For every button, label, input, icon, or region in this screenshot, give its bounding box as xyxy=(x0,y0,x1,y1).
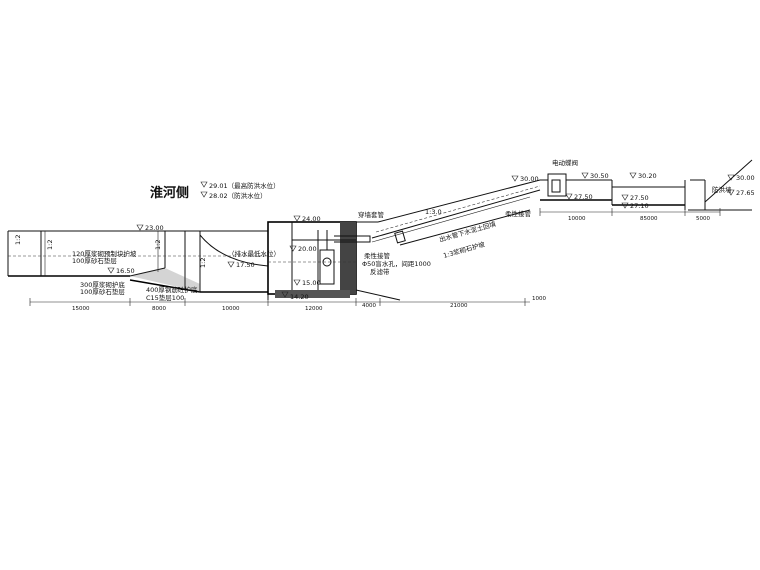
elevation-2750b: 27.50 xyxy=(621,194,649,202)
svg-text:27.50: 27.50 xyxy=(630,194,649,202)
river-channel xyxy=(7,230,269,300)
elevation-2000: 20.00 xyxy=(289,245,317,253)
elevation-1500: 15.00 xyxy=(293,279,321,287)
elevation-3000: 30.00 xyxy=(511,175,539,183)
water-level-legend: 29.01（最高防洪水位） 28.02（防洪水位） xyxy=(200,181,280,200)
drain-hole-note: Φ50盲水孔，间距1000 xyxy=(362,259,431,268)
dim-85000: 85000 xyxy=(640,216,658,222)
svg-text:17.50: 17.50 xyxy=(236,261,255,269)
dim-21000: 21000 xyxy=(450,303,468,309)
svg-text:30.50: 30.50 xyxy=(590,172,609,180)
dim-12000: 12000 xyxy=(305,306,323,312)
svg-text:20.00: 20.00 xyxy=(298,245,317,253)
elevation-2300: 23.00 xyxy=(136,224,164,232)
elevation-2710: 27.10 xyxy=(621,202,649,210)
elevation-1750: 17.50 xyxy=(227,261,255,269)
elevation-3050: 30.50 xyxy=(581,172,609,180)
revetment-note-2b: 100厚砂石垫层 xyxy=(80,287,125,296)
wall-pipe-note: 穿墙套管 xyxy=(358,210,385,219)
outlet-backfill-note: 出水管下水泥土回填 xyxy=(438,219,497,244)
legend-flood-design: 28.02（防洪水位） xyxy=(209,191,267,200)
svg-text:30.00: 30.00 xyxy=(520,175,539,183)
revetment-note-1a: 120厚浆砌预制块护坡 xyxy=(72,249,137,258)
revetment-note-1b: 100厚砂石垫层 xyxy=(72,256,117,265)
flex-pipe-note-2: 柔性接管 xyxy=(505,209,532,218)
svg-text:14.20: 14.20 xyxy=(290,293,309,301)
elevation-3020: 30.20 xyxy=(629,172,657,180)
dimension-line-lower xyxy=(29,298,530,306)
elevation-2750a: 27.50 xyxy=(565,193,593,201)
svg-text:30.20: 30.20 xyxy=(638,172,657,180)
svg-text:27.65: 27.65 xyxy=(736,189,755,197)
slope-label-b: 1:2 xyxy=(46,240,54,250)
dim-10000-upper: 10000 xyxy=(568,216,586,222)
drawing-title: 淮河侧 xyxy=(149,185,189,201)
legend-flood-max: 29.01（最高防洪水位） xyxy=(209,181,280,190)
revetment-note-3b: C15垫层100 xyxy=(146,293,184,302)
slope-ratio: 1:3.0 xyxy=(425,208,442,216)
svg-text:24.00: 24.00 xyxy=(302,215,321,223)
svg-text:27.50: 27.50 xyxy=(574,193,593,201)
elevation-marker-icon xyxy=(200,191,208,198)
svg-text:27.10: 27.10 xyxy=(630,202,649,210)
flex-pipe-note-1: 柔性接管 xyxy=(364,251,391,260)
elevation-1420: 14.20 xyxy=(281,291,309,301)
slope-label-c: 1:2 xyxy=(154,240,162,250)
elevation-1650: 16.50 xyxy=(107,267,135,275)
elevation-2765: 27.65 xyxy=(727,189,755,197)
revetment-note-3a: 400厚钢筋砼护底 xyxy=(146,285,198,294)
elevation-3000b: 30.00 xyxy=(727,174,755,182)
flood-wall-note: 防洪墙 xyxy=(712,185,732,194)
dim-5000: 5000 xyxy=(696,216,710,222)
low-drain-level: （排水最低水位） xyxy=(228,249,280,258)
dim-15000: 15000 xyxy=(72,306,90,312)
dim-8000: 8000 xyxy=(152,306,166,312)
revetment-note-2a: 300厚浆砌护底 xyxy=(80,280,125,289)
svg-text:30.00: 30.00 xyxy=(736,174,755,182)
elevation-2400: 24.00 xyxy=(293,215,321,223)
slope-label-d: 1:2 xyxy=(199,258,207,268)
dim-4000: 4000 xyxy=(362,303,376,309)
outlet-pipe-slope xyxy=(355,179,541,301)
dim-10000: 10000 xyxy=(222,306,240,312)
svg-text:16.50: 16.50 xyxy=(116,267,135,275)
svg-text:15.00: 15.00 xyxy=(302,279,321,287)
elevation-marker-icon xyxy=(200,181,208,188)
dimension-line-upper xyxy=(539,208,721,216)
filter-band-note: 反滤带 xyxy=(370,267,390,276)
valve-note: 电动蝶阀 xyxy=(552,158,578,167)
slope-label-a: 1:2 xyxy=(14,235,22,245)
pump-station xyxy=(267,221,371,298)
dim-1000: 1000 xyxy=(532,296,546,302)
slope-protect-note: 1:3浆砌石护坡 xyxy=(442,239,486,260)
svg-text:23.00: 23.00 xyxy=(145,224,164,232)
